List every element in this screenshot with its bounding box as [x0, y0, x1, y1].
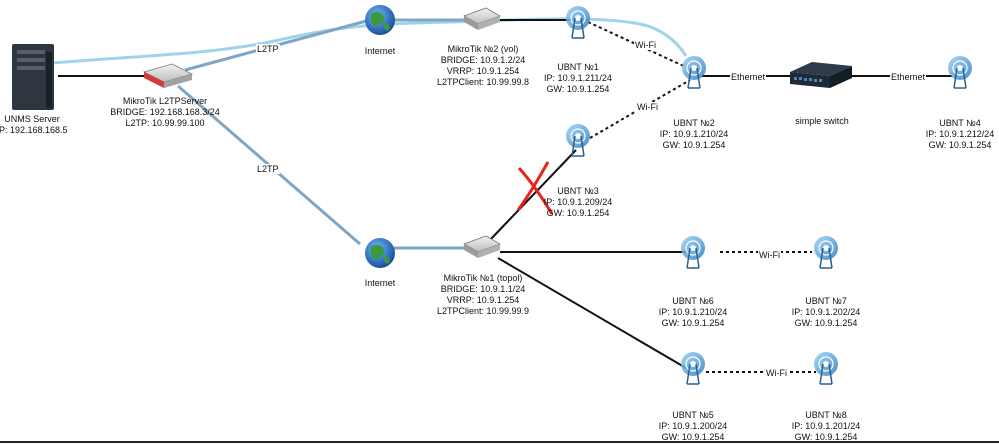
- failed-link-cross: [516, 161, 554, 215]
- ubnt7-label: UBNT №7 IP: 10.9.1.202/24 GW: 10.9.1.254: [791, 296, 861, 328]
- unms-server-icon: [12, 44, 54, 110]
- globe-icon: [365, 5, 395, 35]
- link-mikrotik1-ubnt3: [489, 149, 577, 241]
- mikrotik2-label: MikroTik №2 (vol) BRIDGE: 10.9.1.2/24 VR…: [436, 44, 530, 87]
- bottom-rule: [0, 441, 999, 443]
- antennas: [566, 6, 972, 385]
- antenna-icon: [948, 56, 972, 89]
- ubnt4-label: UBNT №4 IP: 10.9.1.212/24 GW: 10.9.1.254: [925, 118, 995, 150]
- ubnt6-label: UBNT №6 IP: 10.9.1.210/24 GW: 10.9.1.254: [658, 296, 728, 328]
- l2tp-server-label: MikroTik L2TPServer BRIDGE: 192.168.168.…: [110, 96, 220, 128]
- globe-icon: [365, 238, 395, 268]
- ubnt5-label: UBNT №5 IP: 10.9.1.200/24 GW: 10.9.1.254: [658, 410, 728, 442]
- antenna-icon: [681, 352, 705, 385]
- wifi-3-2-label: Wi-Fi: [636, 102, 659, 112]
- switch-icon: [790, 62, 852, 88]
- antenna-icon: [814, 236, 838, 269]
- link-mikrotik1-ubnt5: [497, 257, 687, 369]
- router-icon: [463, 7, 501, 30]
- antenna-icon: [681, 236, 705, 269]
- l2tp-top-label: L2TP: [256, 44, 280, 54]
- wifi-1-2-label: Wi-Fi: [634, 40, 657, 50]
- antenna-icon: [566, 6, 590, 39]
- internet-top-label: Internet: [364, 46, 396, 56]
- ubnt2-label: UBNT №2 IP: 10.9.1.210/24 GW: 10.9.1.254: [659, 118, 729, 150]
- ethernet-switch-4-label: Ethernet: [890, 72, 927, 82]
- ubnt3-label: UBNT №3 IP: 10.9.1.209/24 GW: 10.9.1.254: [543, 186, 613, 218]
- ethernet-2-switch-label: Ethernet: [730, 72, 767, 82]
- wifi-ubnt3-ubnt2: [589, 79, 691, 139]
- unms-server-label: UNMS Server IP: 192.168.168.5: [0, 114, 68, 135]
- l2tp-bottom-label: L2TP: [256, 164, 280, 174]
- ubnt8-label: UBNT №8 IP: 10.9.1.201/24 GW: 10.9.1.254: [791, 410, 861, 442]
- ubnt1-label: UBNT №1 IP: 10.9.1.211/24 GW: 10.9.1.254: [544, 62, 612, 94]
- mikrotik1-label: MikroTik №1 (topol) BRIDGE: 10.9.1.1/24 …: [436, 273, 530, 316]
- router-icon: [463, 235, 501, 258]
- antenna-icon: [566, 124, 590, 157]
- antenna-icon: [814, 352, 838, 385]
- switch-label: simple switch: [795, 116, 849, 126]
- wifi-5-8-label: Wi-Fi: [765, 368, 788, 378]
- antenna-icon: [682, 56, 706, 89]
- internet-bottom-label: Internet: [364, 278, 396, 288]
- router-icon: [142, 63, 194, 88]
- wifi-6-7-label: Wi-Fi: [758, 250, 781, 260]
- highlight-curve: [17, 17, 688, 68]
